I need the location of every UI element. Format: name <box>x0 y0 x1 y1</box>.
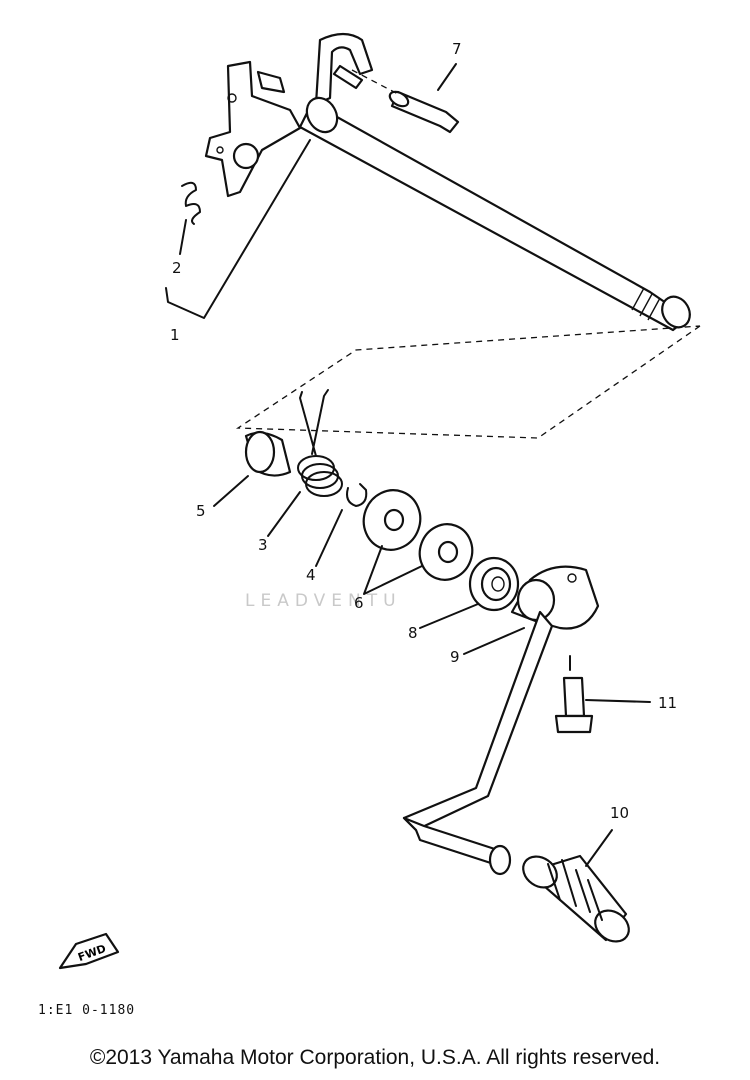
shift-pedal <box>402 565 600 876</box>
small-spring <box>179 181 201 255</box>
callout-11: 11 <box>658 694 677 712</box>
circlip <box>315 483 368 567</box>
pinch-bolt <box>554 655 651 734</box>
shift-shaft <box>165 32 691 332</box>
callout-9: 9 <box>450 648 460 666</box>
callout-8: 8 <box>408 624 418 642</box>
callout-5: 5 <box>196 502 206 520</box>
oil-seal <box>419 556 520 629</box>
callout-3: 3 <box>258 536 268 554</box>
watermark-text: LEADVENTU <box>245 591 402 611</box>
callout-6: 6 <box>354 594 364 612</box>
callout-10: 10 <box>610 804 629 822</box>
parts-diagram: LEADVENTU <box>58 32 701 970</box>
callout-1: 1 <box>170 326 180 344</box>
callout-2: 2 <box>172 259 182 277</box>
washers <box>362 489 474 595</box>
return-spring <box>267 389 343 537</box>
assembly-outline <box>235 325 701 439</box>
callout-7: 7 <box>452 40 462 58</box>
copyright-notice: ©2013 Yamaha Motor Corporation, U.S.A. A… <box>89 1046 661 1069</box>
callout-4: 4 <box>306 566 316 584</box>
fwd-arrow: FWD <box>58 932 120 970</box>
collar <box>213 430 292 507</box>
pedal-rubber <box>522 829 630 943</box>
diagram-code: 1:E1 0-1180 <box>38 1003 136 1018</box>
dowel-pin <box>351 63 460 134</box>
